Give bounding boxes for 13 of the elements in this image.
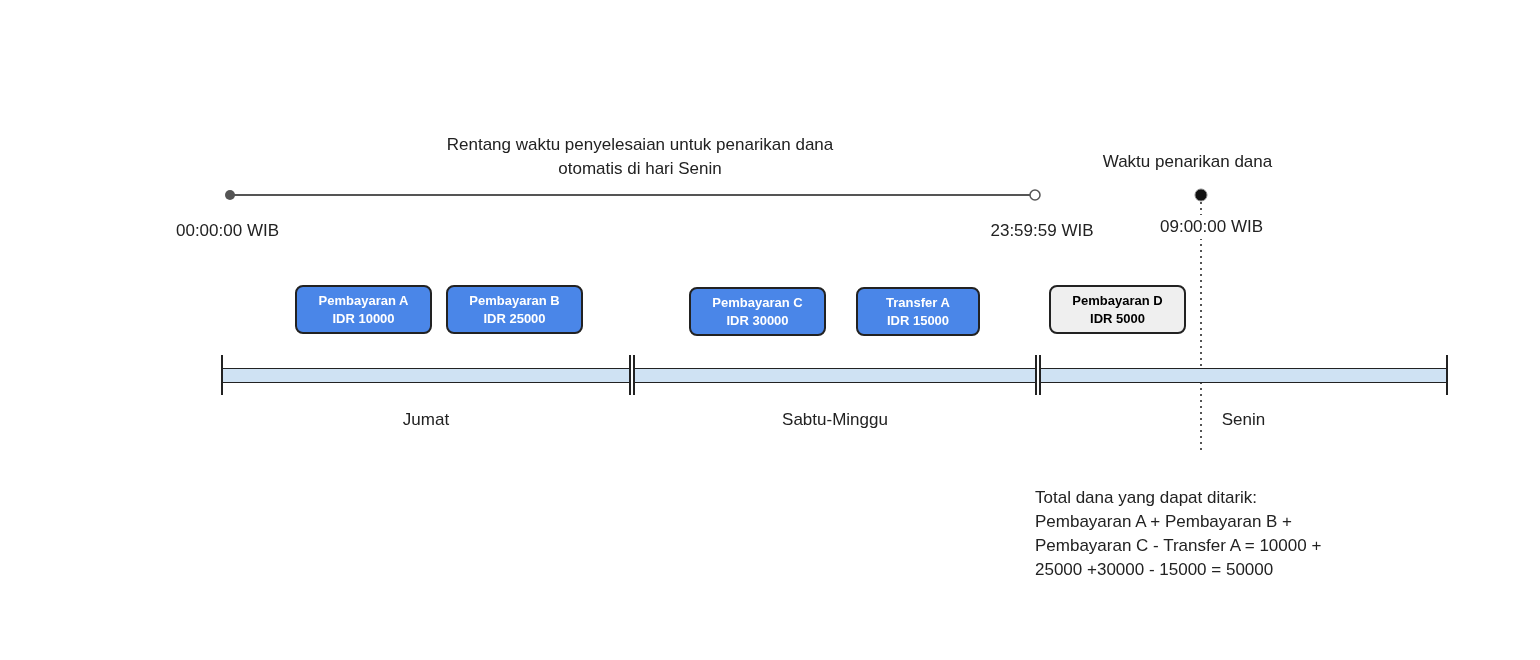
payment-box: Pembayaran B IDR 25000 [446, 285, 583, 334]
payment-box: Pembayaran D IDR 5000 [1049, 285, 1186, 334]
time-label: 00:00:00 WIB [175, 220, 280, 242]
day-label: Jumat [401, 409, 451, 431]
day-label: Senin [1220, 409, 1267, 431]
withdrawal-caption: Waktu penarikan dana [1101, 151, 1274, 173]
time-label: 23:59:59 WIB [989, 220, 1095, 242]
payment-box: Pembayaran A IDR 10000 [295, 285, 432, 334]
payment-box: Pembayaran C IDR 30000 [689, 287, 826, 336]
range-caption: Rentang waktu penyelesaian untuk penarikan dana otomatis di hari Senin [445, 134, 835, 180]
payment-box: Transfer A IDR 15000 [856, 287, 980, 336]
total-note: Total dana yang dapat ditarik: Pembayaran A + Pembayaran B + Pembayaran C - Transfer A = 10000 + 25000 +30000 - 15000 = 50000 [1035, 487, 1323, 581]
day-label: Sabtu-Minggu [781, 409, 889, 431]
